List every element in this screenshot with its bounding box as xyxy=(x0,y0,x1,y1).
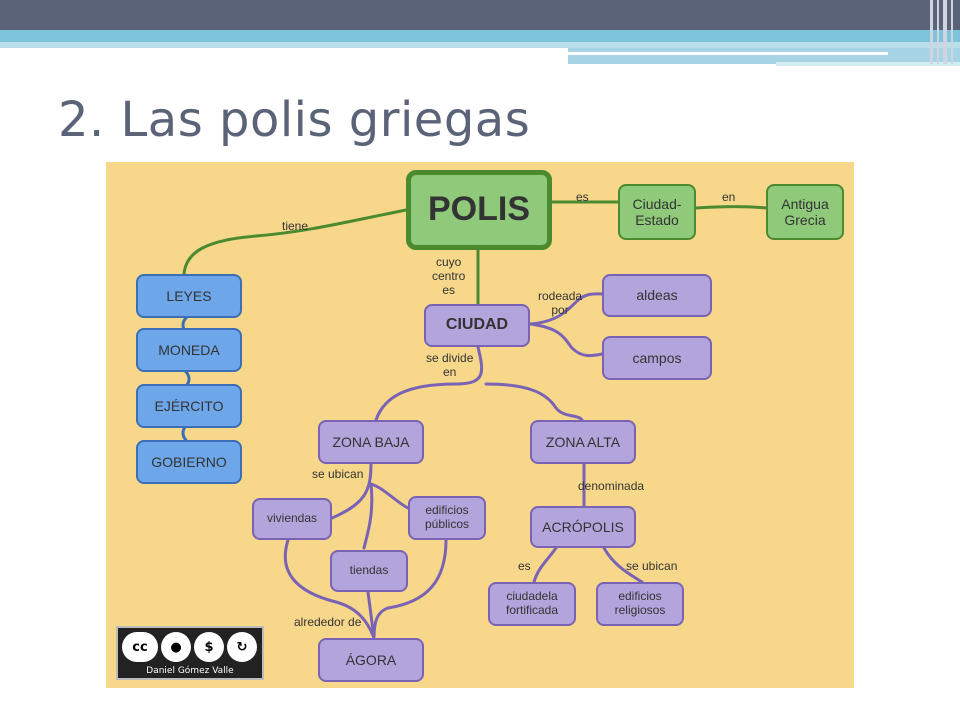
node-ejercito: EJÉRCITO xyxy=(136,384,242,428)
attribution-icon: ● xyxy=(161,632,191,662)
label-se-ubican: se ubican xyxy=(312,467,364,481)
node-edificios-publicos: edificios públicos xyxy=(408,496,486,540)
node-ciudad-estado: Ciudad- Estado xyxy=(618,184,696,240)
label-cuyo-centro-es: cuyo centro es xyxy=(432,255,466,297)
node-antigua-grecia: Antigua Grecia xyxy=(766,184,844,240)
node-agora: ÁGORA xyxy=(318,638,424,682)
label-en: en xyxy=(722,190,736,204)
node-ciudadela-fortificada: ciudadela fortificada xyxy=(488,582,576,626)
corner-stripes xyxy=(928,0,960,64)
node-acropolis: ACRÓPOLIS xyxy=(530,506,636,548)
node-aldeas: aldeas xyxy=(602,274,712,317)
node-campos: campos xyxy=(602,336,712,380)
node-gobierno: GOBIERNO xyxy=(136,440,242,484)
label-denominada: denominada xyxy=(578,479,645,493)
label-es-ciudadela: es xyxy=(518,559,531,573)
noncommercial-icon: $ xyxy=(194,632,224,662)
creative-commons-badge: cc ● $ ↻ Daniel Gómez Valle xyxy=(116,626,264,680)
node-ciudad: CIUDAD xyxy=(424,304,530,347)
header-band-line xyxy=(568,52,888,55)
node-leyes: LEYES xyxy=(136,274,242,318)
label-se-ubican-religiosos: se ubican xyxy=(626,559,678,573)
cc-icon: cc xyxy=(122,632,158,662)
node-moneda: MONEDA xyxy=(136,328,242,372)
node-viviendas: viviendas xyxy=(252,498,332,540)
share-alike-icon: ↻ xyxy=(227,632,257,662)
node-zona-alta: ZONA ALTA xyxy=(530,420,636,464)
header-band xyxy=(0,30,960,42)
node-zona-baja: ZONA BAJA xyxy=(318,420,424,464)
top-bar xyxy=(0,0,960,30)
header-band-light xyxy=(0,42,960,48)
connector-lines xyxy=(181,200,768,640)
label-rodeada-por: rodeada por xyxy=(538,289,583,317)
node-edificios-religiosos: edificios religiosos xyxy=(596,582,684,626)
license-author: Daniel Gómez Valle xyxy=(146,666,234,676)
label-alrededor-de: alrededor de xyxy=(294,615,362,629)
concept-map: POLIS Ciudad- Estado Antigua Grecia LEYE… xyxy=(106,162,854,688)
node-polis: POLIS xyxy=(406,170,552,250)
label-se-divide-en: se divide en xyxy=(426,351,474,379)
slide-title: 2. Las polis griegas xyxy=(58,92,531,148)
label-tiene: tiene xyxy=(282,219,309,233)
header-band-accent-small xyxy=(776,62,960,66)
node-tiendas: tiendas xyxy=(330,550,408,592)
label-es: es xyxy=(576,190,589,204)
